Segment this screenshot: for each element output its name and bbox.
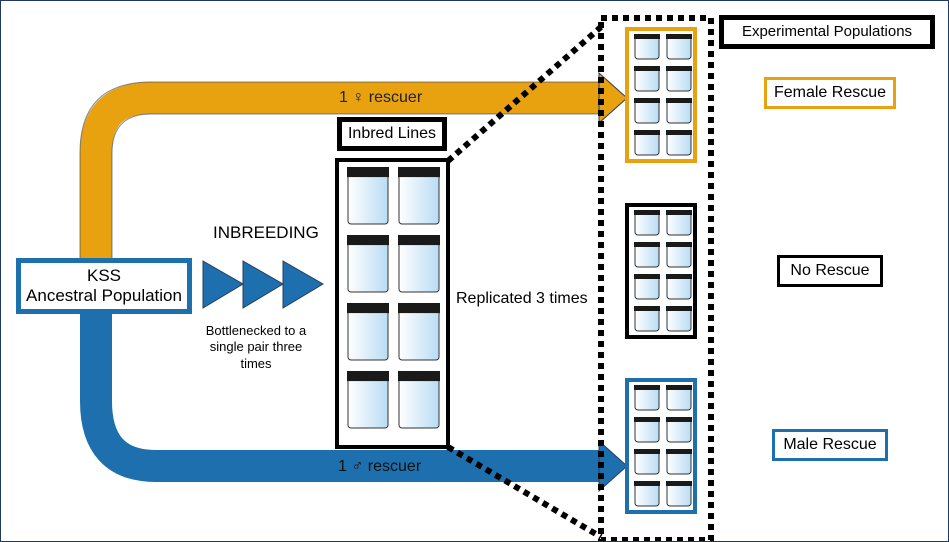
- ancestral-population-label-name: Ancestral Population: [26, 286, 182, 305]
- bottleneck-label: Bottlenecked to a single pair three time…: [205, 323, 307, 371]
- female-rescuer-arrowhead: [598, 71, 628, 125]
- inbreeding-arrow-2: [242, 260, 284, 309]
- vial: [634, 385, 660, 411]
- vial: [398, 303, 440, 361]
- no-rescue-label: No Rescue: [777, 255, 883, 287]
- inbreeding-arrow-1: [202, 260, 244, 309]
- vial: [666, 242, 692, 268]
- vial: [634, 274, 660, 300]
- vial: [634, 210, 660, 236]
- vial-cap: [666, 210, 692, 215]
- inbreeding-arrow-3: [282, 260, 324, 309]
- male-rescue-label: Male Rescue: [772, 429, 888, 461]
- no-rescue-grid: [625, 203, 697, 339]
- vial: [666, 449, 692, 475]
- male-rescuer-arrow-body: [80, 281, 601, 482]
- female-rescue-grid: [625, 27, 697, 163]
- zoom-line-bottom: [446, 444, 603, 540]
- female-rescuer-label: 1 ♀ rescuer: [339, 89, 423, 106]
- vial: [634, 481, 660, 507]
- vial-cap: [666, 242, 692, 247]
- vial-cap: [666, 306, 692, 311]
- vial: [634, 306, 660, 332]
- vial-cap: [634, 242, 660, 247]
- vial-cap: [666, 481, 692, 486]
- vial-cap: [398, 167, 440, 178]
- vial-cap: [666, 130, 692, 135]
- vial-cap: [634, 66, 660, 71]
- zoom-line-top: [446, 24, 603, 164]
- vial-cap: [634, 306, 660, 311]
- vial-cap: [666, 385, 692, 390]
- replicated-label: Replicated 3 times: [456, 290, 588, 307]
- vial-cap: [634, 130, 660, 135]
- vial-cap: [634, 34, 660, 39]
- vial: [666, 417, 692, 443]
- vial: [666, 385, 692, 411]
- vial-cap: [634, 481, 660, 486]
- ancestral-population-label-kss: KSS: [86, 265, 122, 285]
- inbred-lines-grid: [335, 158, 450, 449]
- vial-cap: [634, 417, 660, 422]
- vial: [634, 98, 660, 124]
- vial: [666, 274, 692, 300]
- vial-cap: [634, 98, 660, 103]
- vial: [347, 371, 389, 429]
- vial: [666, 306, 692, 332]
- ancestral-population-box: KSS Ancestral Population: [16, 258, 192, 314]
- vial: [398, 167, 440, 225]
- vial: [398, 235, 440, 293]
- male-rescue-grid: [625, 378, 697, 514]
- vial: [666, 66, 692, 92]
- vial: [347, 167, 389, 225]
- vial-cap: [634, 210, 660, 215]
- vial-grids: [335, 27, 697, 514]
- female-rescuer-arrow-outline: [79, 81, 601, 263]
- vial: [347, 235, 389, 293]
- vial: [666, 34, 692, 60]
- vial-cap: [634, 449, 660, 454]
- vial: [634, 449, 660, 475]
- experimental-populations-label: Experimental Populations: [719, 15, 935, 49]
- inbreeding-label: INBREEDING: [213, 223, 319, 242]
- vial: [666, 481, 692, 507]
- vial: [634, 34, 660, 60]
- female-rescuer-arrow-body: [80, 82, 601, 263]
- vial-cap: [398, 303, 440, 314]
- experimental-populations-frame: [598, 15, 714, 541]
- vial: [634, 417, 660, 443]
- vial-cap: [347, 371, 389, 382]
- vial: [634, 242, 660, 268]
- vial: [666, 130, 692, 156]
- female-rescue-label: Female Rescue: [764, 77, 896, 109]
- vial: [398, 371, 440, 429]
- vial-cap: [347, 167, 389, 178]
- vial-cap: [666, 66, 692, 71]
- vial: [634, 66, 660, 92]
- vial-cap: [666, 417, 692, 422]
- vial-cap: [347, 235, 389, 246]
- vial-cap: [666, 34, 692, 39]
- vial-cap: [347, 303, 389, 314]
- vial: [666, 210, 692, 236]
- male-rescuer-label: 1 ♂ rescuer: [338, 458, 422, 475]
- vial-cap: [398, 371, 440, 382]
- vial-cap: [666, 98, 692, 103]
- vial-cap: [398, 235, 440, 246]
- vial-cap: [666, 449, 692, 454]
- inbred-lines-label: Inbred Lines: [337, 117, 447, 151]
- vial: [634, 130, 660, 156]
- vial-cap: [666, 274, 692, 279]
- vial: [666, 98, 692, 124]
- vial: [347, 303, 389, 361]
- vial-cap: [634, 274, 660, 279]
- vial-cap: [634, 385, 660, 390]
